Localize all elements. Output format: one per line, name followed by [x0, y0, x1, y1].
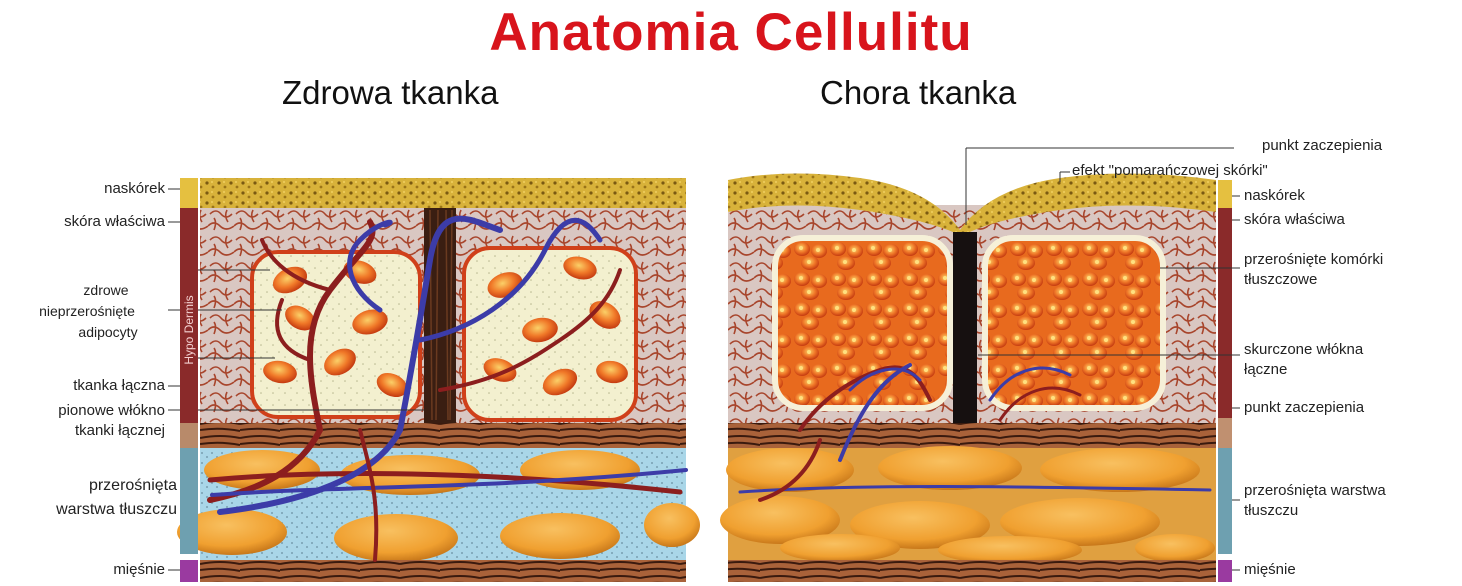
scale-dermis-right [1218, 208, 1232, 418]
hypo-dermis-side-label: Hypo Dermis [182, 295, 196, 364]
label-adipocytes-line-2: nieprzerośnięte [0, 301, 166, 322]
scale-epidermis-right [1218, 180, 1232, 208]
label-enlarged-fat-cells: przerośnięte komórki tłuszczowe [1244, 250, 1383, 290]
contracted-fiber-right [953, 232, 977, 425]
label-anchor-point-top: punkt zaczepienia [1262, 136, 1382, 156]
scale-muscle-right [1218, 560, 1232, 582]
scale-epidermis-left [180, 178, 198, 208]
fat-chamber-right-2 [985, 238, 1163, 408]
label-vertical-fiber: pionowe włókno tkanki łącznej [58, 401, 165, 441]
label-fat-left-line-1: przerośnięta [56, 474, 177, 498]
label-contracted-fibers: skurczone włókna łączne [1244, 340, 1363, 380]
label-fat-left-line-2: warstwa tłuszczu [56, 498, 177, 522]
label-fibers-line-1: skurczone włókna [1244, 340, 1363, 360]
label-fat-right-line-2: tłuszczu [1244, 501, 1386, 521]
label-dermis-left: skóra właściwa [64, 212, 165, 232]
healthy-tissue-panel [177, 178, 700, 582]
diseased-tissue-panel [720, 173, 1232, 582]
label-healthy-adipocytes: zdrowe nieprzerośnięte adipocyty [0, 280, 166, 343]
label-epidermis-left: naskórek [104, 179, 165, 199]
label-muscles-right: mięśnie [1244, 560, 1296, 580]
label-fat-right-line-1: przerośnięta warstwa [1244, 481, 1386, 501]
label-epidermis-right: naskórek [1244, 186, 1305, 206]
label-fiber-line-2: tkanki łącznej [58, 421, 165, 441]
label-cells-line-1: przerośnięte komórki [1244, 250, 1383, 270]
scale-fat-right [1218, 448, 1232, 554]
scale-fat-left [180, 448, 198, 554]
fat-chamber-right-1 [775, 238, 950, 408]
muscle-layer-left [200, 560, 686, 582]
label-adipocytes-line-1: zdrowe [0, 280, 166, 301]
label-cells-line-2: tłuszczowe [1244, 270, 1383, 290]
scale-muscle-left [180, 560, 198, 582]
label-anchor-point: punkt zaczepienia [1244, 398, 1364, 418]
connective-stripes-left [200, 423, 686, 448]
label-fiber-line-1: pionowe włókno [58, 401, 165, 421]
label-dermis-right: skóra właściwa [1244, 210, 1345, 230]
label-fat-layer-right: przerośnięta warstwa tłuszczu [1244, 481, 1386, 521]
label-fibers-line-2: łączne [1244, 360, 1363, 380]
label-fat-layer-left: przerośnięta warstwa tłuszczu [56, 474, 177, 522]
muscle-layer-right [728, 560, 1216, 582]
epidermis-layer-left [200, 178, 686, 208]
label-connective-tissue: tkanka łączna [73, 376, 165, 396]
label-orange-peel: efekt "pomarańczowej skórki" [1072, 161, 1268, 181]
label-muscles-left: mięśnie [113, 560, 165, 580]
label-adipocytes-line-3: adipocyty [0, 322, 166, 343]
